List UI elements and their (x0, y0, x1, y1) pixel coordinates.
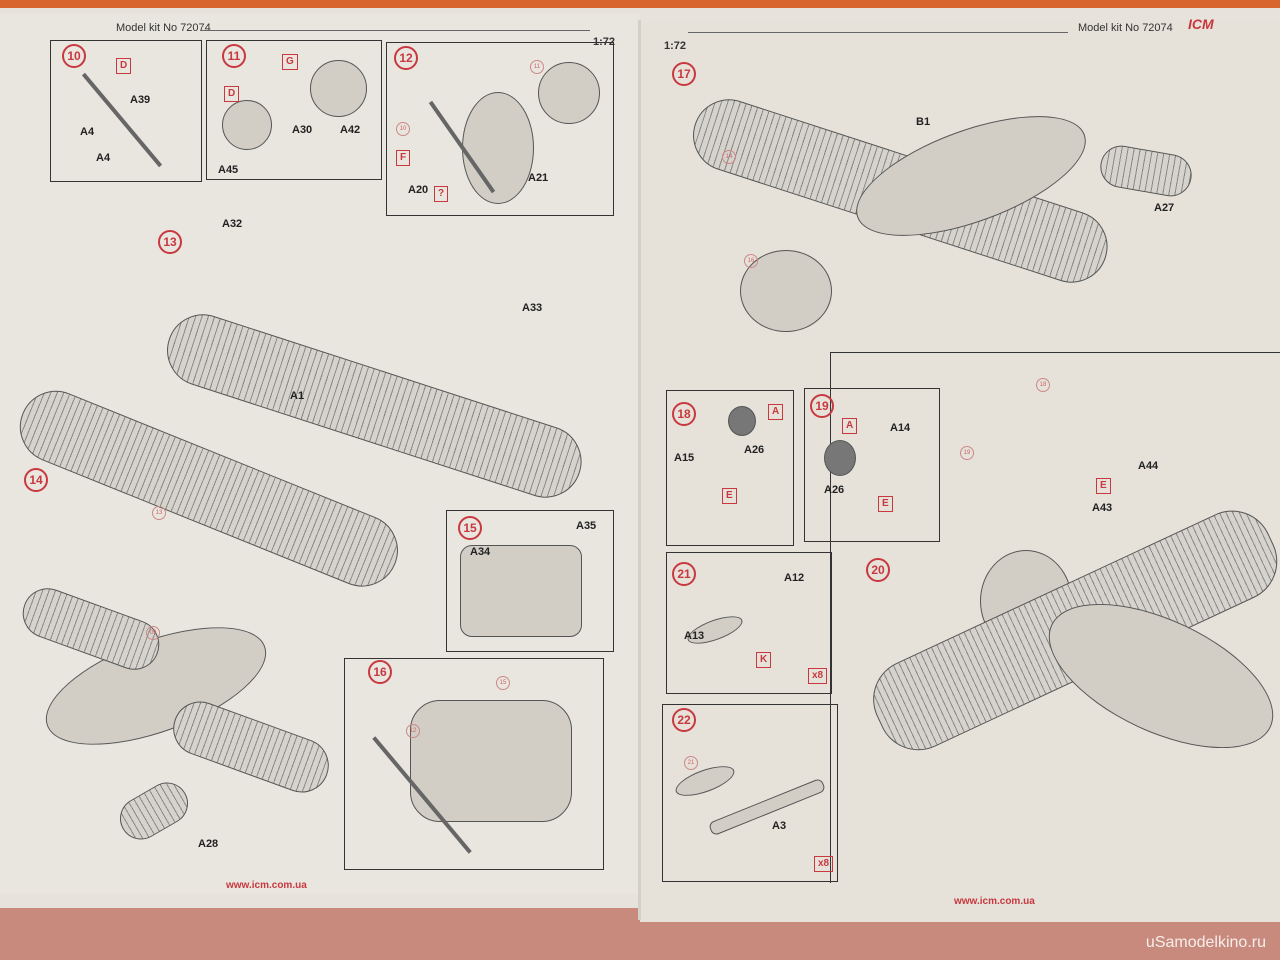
color-tag: F (396, 150, 411, 166)
part-label: A44 (1138, 460, 1159, 472)
part-label: A3 (772, 820, 787, 832)
wheel-drawing (824, 440, 856, 476)
step-10-box (50, 40, 202, 182)
part-label: A15 (674, 452, 695, 464)
cowling-drawing (462, 92, 534, 204)
step-number: 20 (866, 558, 890, 582)
step-ref: 18 (1036, 378, 1050, 392)
part-label: A42 (340, 124, 361, 136)
step-ref: 15 (496, 676, 510, 690)
icm-logo: ICM (1188, 16, 1214, 32)
step-ref: 19 (960, 446, 974, 460)
engine-drawing (538, 62, 600, 124)
part-label: A35 (576, 520, 597, 532)
part-label: A20 (408, 184, 429, 196)
engine-drawing (222, 100, 272, 150)
part-label: A26 (824, 484, 845, 496)
part-label: A21 (528, 172, 549, 184)
step-number: 19 (810, 394, 834, 418)
step-number: 10 (62, 44, 86, 68)
part-label: A34 (470, 546, 491, 558)
step-number: 12 (394, 46, 418, 70)
part-label: A43 (1092, 502, 1113, 514)
header-rule (200, 30, 590, 31)
part-label: B1 (916, 116, 931, 128)
website-link-right: www.icm.com.ua (954, 896, 1035, 907)
quantity-tag: x8 (814, 856, 834, 872)
step-ref: 16 (744, 254, 758, 268)
part-label: A32 (222, 218, 243, 230)
step-ref: 10 (396, 122, 410, 136)
step-number: 22 (672, 708, 696, 732)
color-tag: E (878, 496, 893, 512)
wheel-drawing (728, 406, 756, 436)
step-number: 17 (672, 62, 696, 86)
part-label: A26 (744, 444, 765, 456)
part-label: A4 (96, 152, 111, 164)
step-16-box (344, 658, 604, 870)
step-number: 11 (222, 44, 246, 68)
step-22-box (662, 704, 838, 882)
color-tag: A (768, 404, 784, 420)
step-number: 14 (24, 468, 48, 492)
header-rule (688, 32, 1068, 33)
kit-number-left: Model kit No 72074 (116, 22, 211, 34)
color-tag: D (116, 58, 132, 74)
color-tag: G (282, 54, 298, 70)
part-label: A45 (218, 164, 239, 176)
step-number: 21 (672, 562, 696, 586)
step-number: 16 (368, 660, 392, 684)
part-label: A1 (290, 390, 305, 402)
part-label: A13 (684, 630, 705, 642)
step-number: 15 (458, 516, 482, 540)
color-tag: E (1096, 478, 1111, 494)
cowling-drawing (410, 700, 572, 822)
step-19-box (804, 388, 940, 542)
step-18-box (666, 390, 794, 546)
color-tag: K (756, 652, 772, 668)
watermark: uSamodelkino.ru (1145, 934, 1266, 951)
kit-number-right: Model kit No 72074 (1078, 22, 1173, 34)
scale-right: 1:72 (664, 40, 687, 52)
step-number: 13 (158, 230, 182, 254)
part-label: A39 (130, 94, 151, 106)
step-21-box (666, 552, 832, 694)
step-ref: 09 (146, 626, 160, 640)
step-ref: 11 (530, 60, 544, 74)
page-fold (638, 20, 641, 920)
part-label: A12 (784, 572, 805, 584)
step-ref: 12 (406, 724, 420, 738)
color-tag: D (224, 86, 240, 102)
color-tag: E (722, 488, 737, 504)
step-number: 18 (672, 402, 696, 426)
step-20-box (830, 352, 1280, 883)
part-label: A33 (522, 302, 543, 314)
part-label: A30 (292, 124, 313, 136)
step-ref: 13 (152, 506, 166, 520)
step-11-box (206, 40, 382, 180)
color-tag: ? (434, 186, 449, 202)
step-15-box (446, 510, 614, 652)
part-label: A4 (80, 126, 95, 138)
quantity-tag: x8 (808, 668, 828, 684)
step-ref: 21 (684, 756, 698, 770)
part-label: A14 (890, 422, 911, 434)
website-link-left: www.icm.com.ua (226, 880, 307, 891)
step-12-box (386, 42, 614, 216)
engine-drawing (310, 60, 367, 117)
cowl-panel-drawing (460, 545, 582, 637)
part-label: A28 (198, 838, 219, 850)
color-tag: A (842, 418, 858, 434)
part-label: A27 (1154, 202, 1175, 214)
step-ref: 14 (722, 150, 736, 164)
